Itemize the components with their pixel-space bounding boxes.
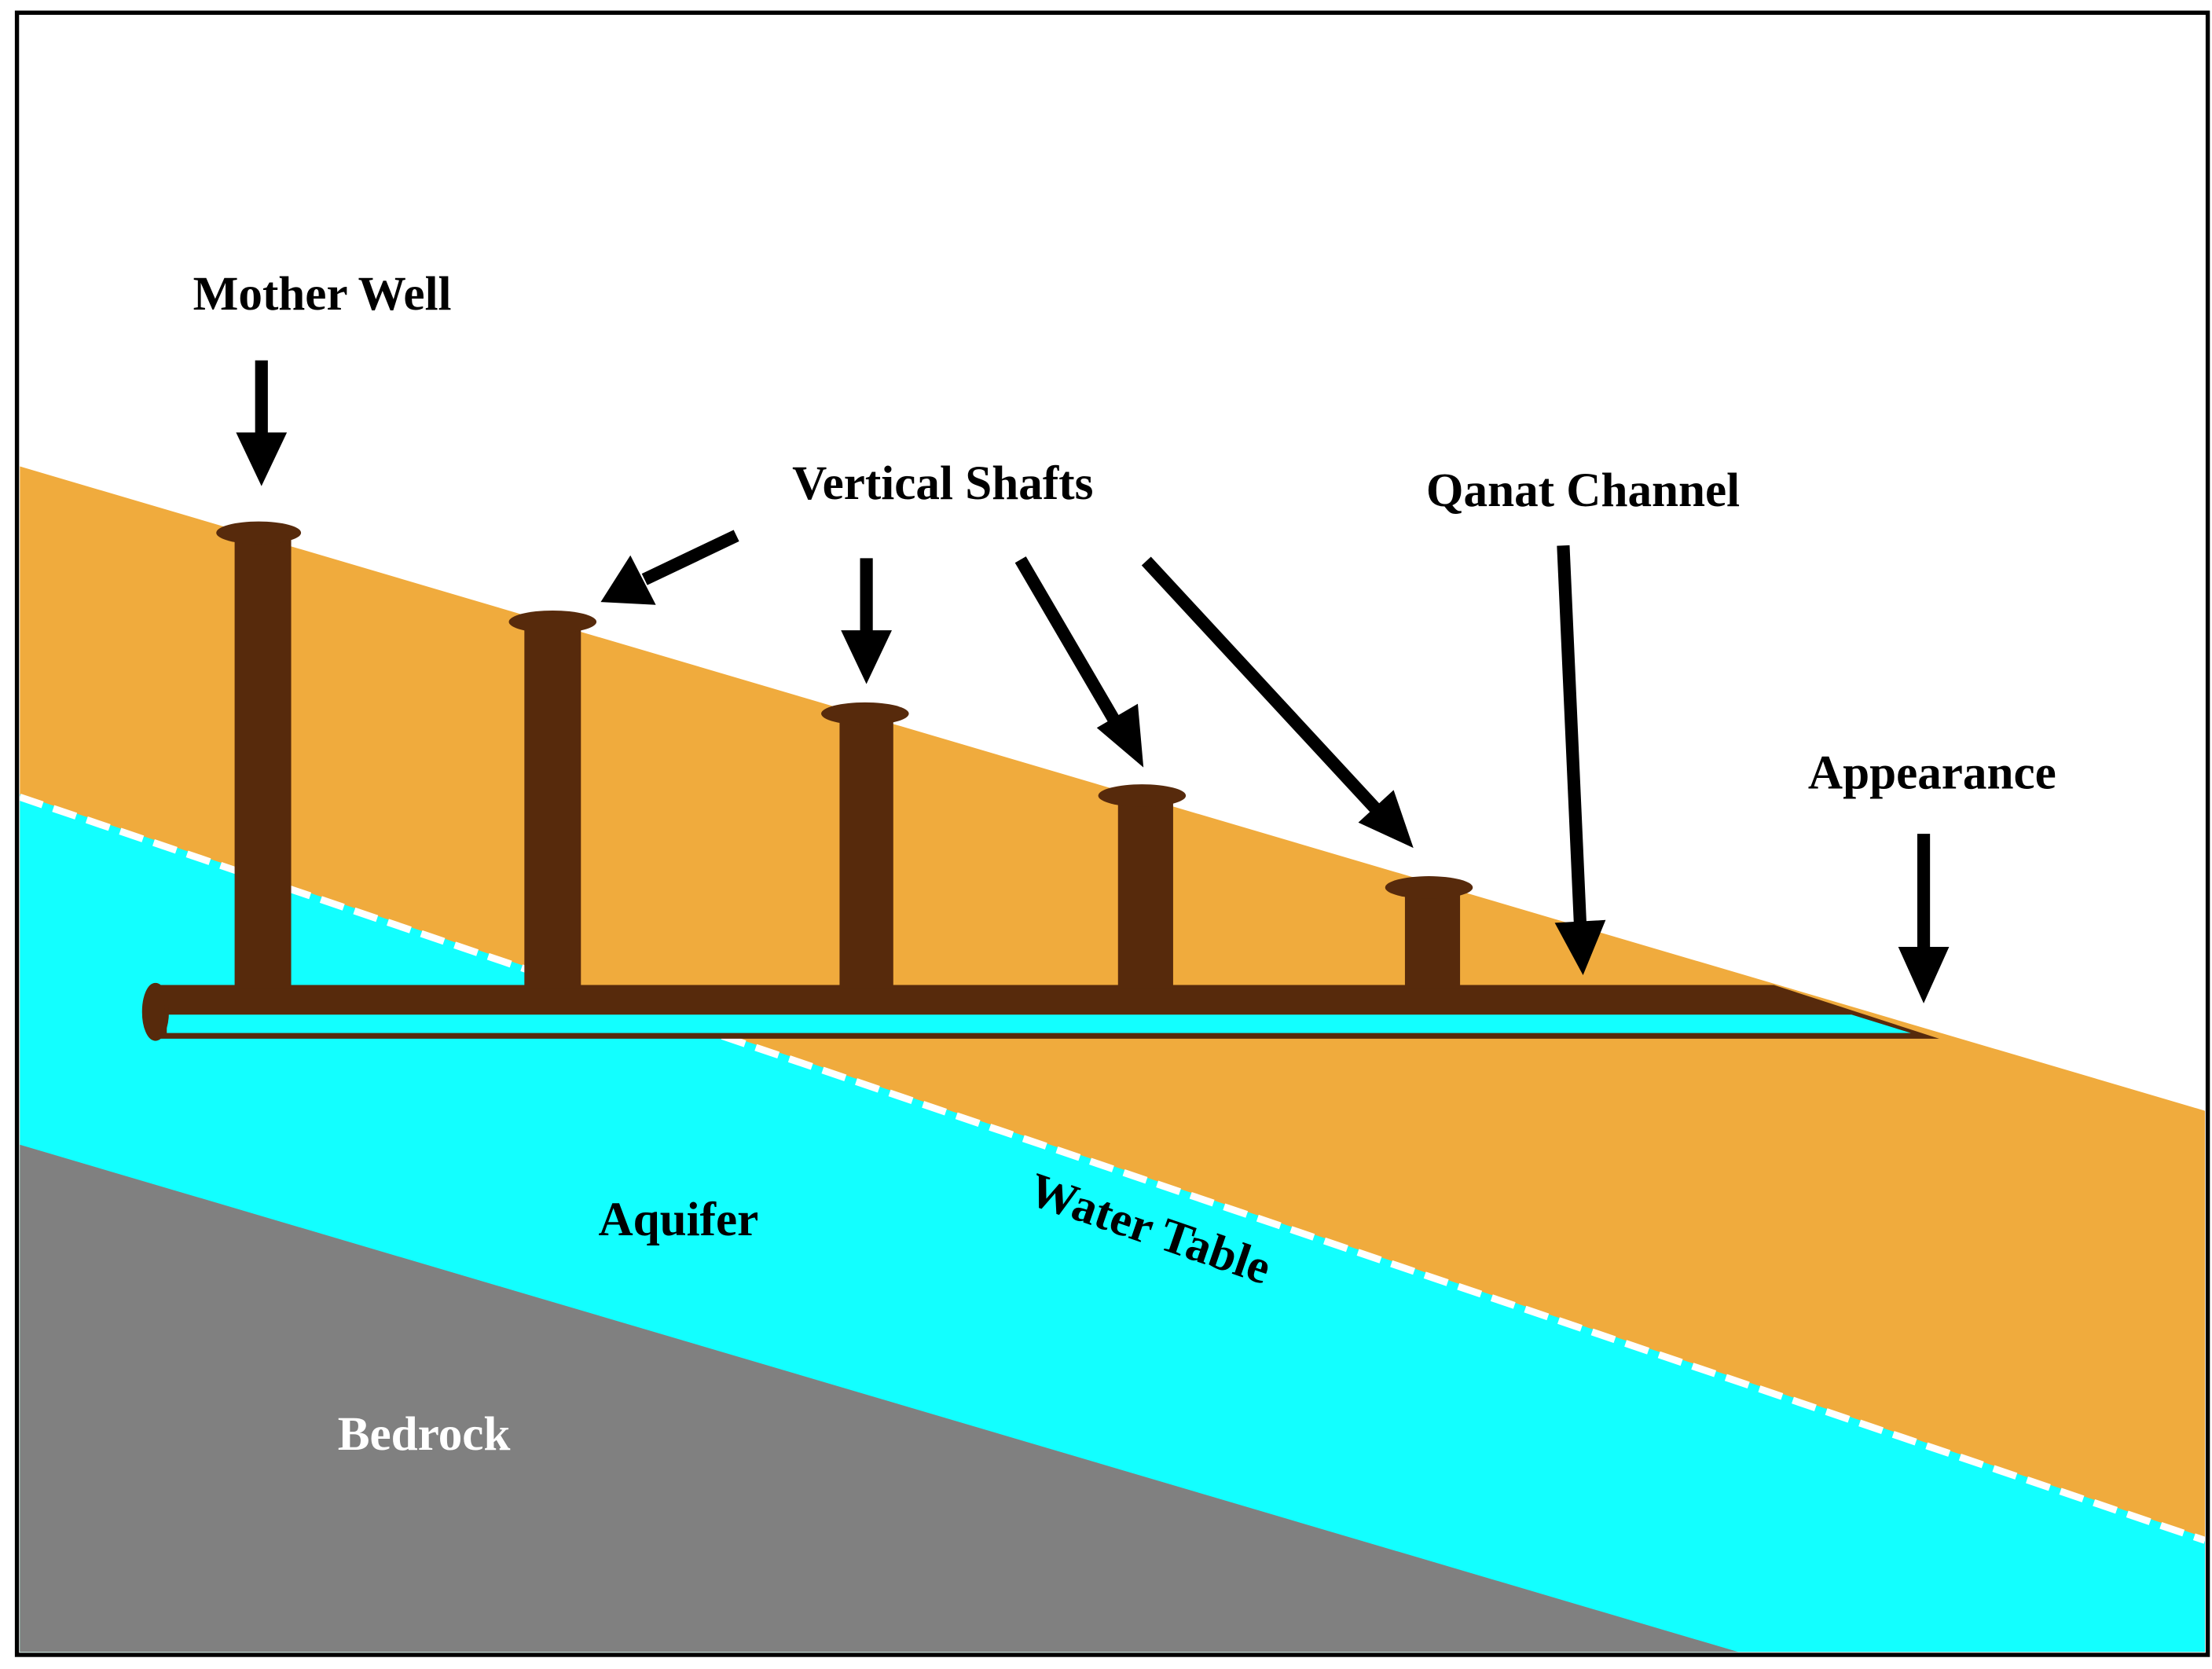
vertical-shafts-label: Vertical Shafts bbox=[792, 457, 1093, 510]
shaft-1-arrow bbox=[600, 530, 739, 605]
qanat-channel-arrow bbox=[1554, 545, 1606, 975]
shaft-4-arrow bbox=[1141, 556, 1414, 849]
bedrock-label: Bedrock bbox=[338, 1408, 511, 1461]
aquifer-label: Aquifer bbox=[598, 1194, 758, 1246]
shaft-3-arrow bbox=[1014, 556, 1144, 768]
shaft-2-arrow bbox=[841, 558, 892, 684]
appearance-label: Appearance bbox=[1808, 747, 2056, 800]
appearance-arrow bbox=[1898, 834, 1950, 1003]
vertical-shaft-3 bbox=[1098, 784, 1187, 989]
mother-well-label: Mother Well bbox=[193, 268, 452, 321]
vertical-shaft-4 bbox=[1385, 876, 1473, 989]
qanat-channel-label: Qanat Channel bbox=[1426, 464, 1740, 517]
mother-well-shaft bbox=[216, 521, 302, 989]
bedrock-layer bbox=[20, 1144, 1739, 1652]
vertical-shaft-1 bbox=[508, 610, 597, 989]
qanat-channel bbox=[141, 982, 1939, 1041]
water-table-line bbox=[20, 794, 2206, 1544]
mother-well-arrow bbox=[236, 360, 288, 486]
vertical-shaft-2 bbox=[821, 702, 909, 989]
diagram-frame bbox=[14, 10, 2210, 1657]
